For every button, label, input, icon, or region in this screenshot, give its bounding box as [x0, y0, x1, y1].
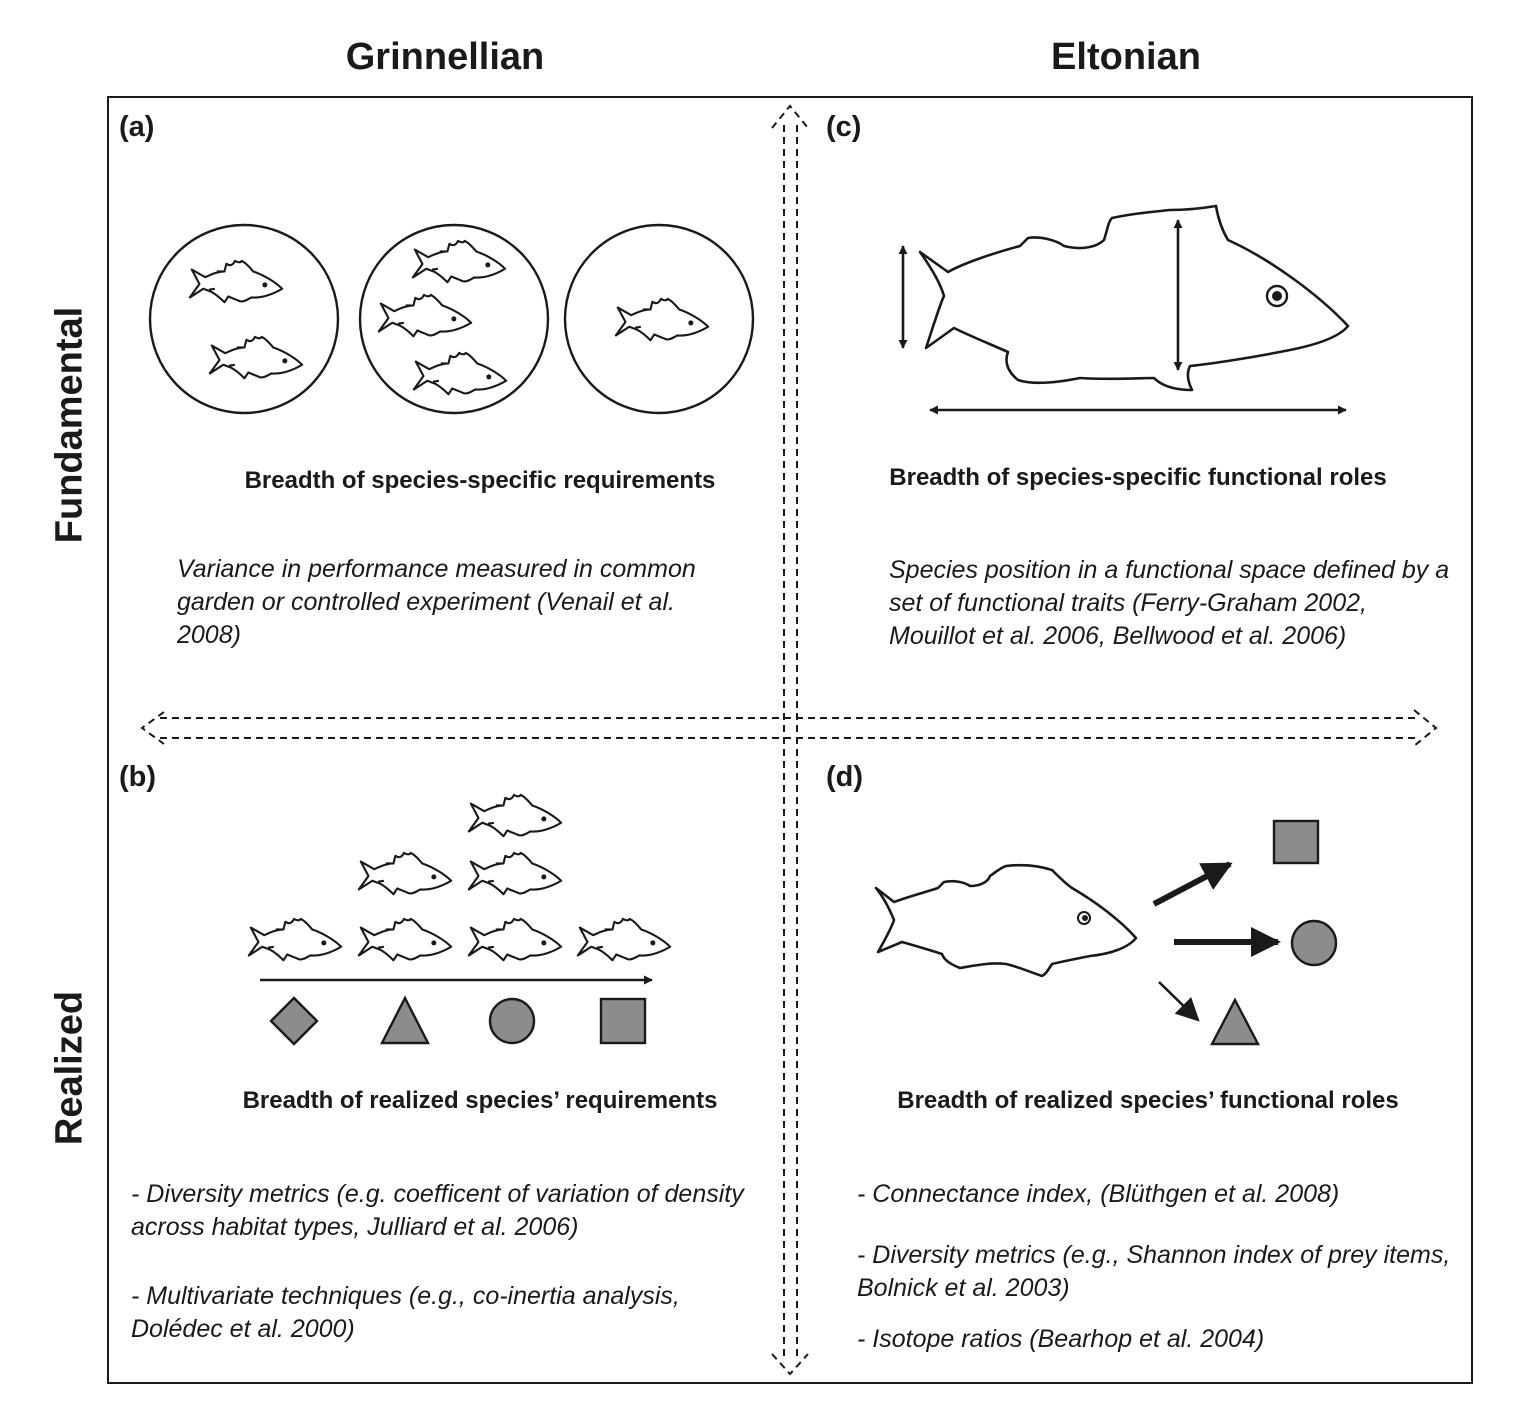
panel-a-circles	[148, 223, 755, 415]
circle-prey	[1290, 919, 1338, 967]
method-item: - Diversity metrics (e.g., Shannon index…	[857, 1241, 1451, 1302]
horizontal-dashed-axis	[140, 709, 1438, 747]
method-item: - Connectance index, (Blüthgen et al. 20…	[857, 1180, 1340, 1208]
square-prey	[1272, 819, 1320, 865]
circle-two-fish	[148, 223, 340, 415]
panel-c-method: Species position in a functional space d…	[889, 554, 1454, 653]
method-item: - Multivariate techniques (e.g., co-iner…	[131, 1282, 680, 1343]
panel-d-fish-prey	[874, 819, 1338, 1046]
panel-c-large-fish	[898, 204, 1350, 415]
prey-arrow-strong	[1152, 861, 1233, 907]
panel-label-b: (b)	[119, 761, 157, 793]
fish-icon	[357, 851, 453, 896]
fish-icon	[357, 917, 453, 962]
diamond-habitat	[269, 996, 319, 1046]
panel-b-methods: - Diversity metrics (e.g. coefficent of …	[131, 1178, 751, 1346]
panel-b-breadth: Breadth of realized species’ requirement…	[242, 1087, 718, 1114]
panel-label-c: (c)	[826, 111, 862, 143]
method-item: - Isotope ratios (Bearhop et al. 2004)	[857, 1325, 1265, 1353]
fish-icon	[467, 851, 563, 896]
method-text: Species position in a functional space d…	[889, 556, 1450, 650]
panel-label-a: (a)	[119, 111, 155, 143]
panel-label-d: (d)	[826, 761, 864, 793]
method-item: - Diversity metrics (e.g. coefficent of …	[131, 1180, 744, 1241]
panel-d-breadth: Breadth of realized species’ functional …	[897, 1087, 1399, 1114]
panel-b-fish-pyramid	[247, 793, 672, 1046]
diagram-frame	[107, 96, 1473, 1384]
fish-icon	[467, 793, 563, 838]
circle-habitat	[488, 997, 536, 1045]
panel-d-methods: - Connectance index, (Blüthgen et al. 20…	[857, 1178, 1457, 1356]
column-heading-grinnellian: Grinnellian	[345, 36, 545, 78]
prey-arrow-weak	[1158, 981, 1200, 1022]
fish-icon	[467, 917, 563, 962]
panel-a-breadth: Breadth of species-specific requirements	[244, 467, 716, 494]
fish-icon	[247, 917, 343, 962]
fish-icon	[576, 917, 672, 962]
square-habitat	[599, 997, 647, 1045]
panel-c-breadth: Breadth of species-specific functional r…	[889, 464, 1387, 491]
panel-a-method: Variance in performance measured in comm…	[177, 553, 697, 652]
method-text: Variance in performance measured in comm…	[177, 555, 696, 649]
triangle-habitat	[380, 995, 430, 1045]
column-heading-eltonian: Eltonian	[1051, 36, 1201, 78]
vertical-dashed-axis	[771, 104, 809, 1376]
triangle-prey	[1210, 997, 1260, 1046]
